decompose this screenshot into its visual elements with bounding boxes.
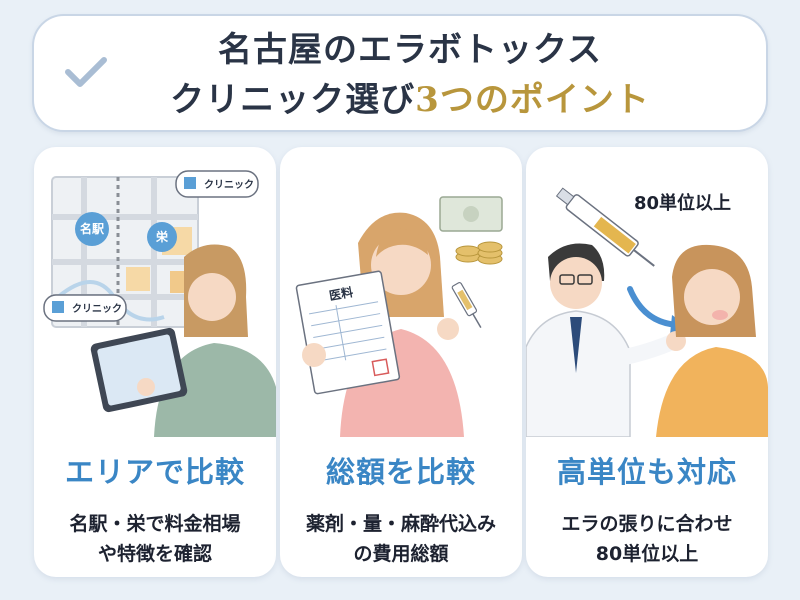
title-accent: 3つのポイント: [415, 80, 650, 120]
card-heading-high-dose: 高単位も対応: [556, 455, 737, 489]
cost-document-illustration: 医料: [295, 196, 503, 437]
card-desc-total-cost-line-1: 薬剤・量・麻酔代込み: [305, 513, 496, 535]
map-label-meieki: 名駅: [80, 221, 105, 236]
document-label: 医料: [328, 284, 354, 303]
card-heading-area: エリアで比較: [64, 455, 245, 489]
map-tablet-illustration: 名駅 栄 クリニック クリニック: [43, 170, 276, 437]
card-heading-total-cost: 総額を比較: [325, 455, 476, 489]
card-desc-high-dose-line-2: 80単位以上: [595, 543, 699, 565]
page-title-line-2: クリニック選び3つのポイント: [120, 72, 700, 121]
point-card-total-cost: 医料 総額を比較 薬剤・量・麻酔代込み の費用総額: [280, 147, 522, 577]
card-desc-total-cost-line-2: の費用総額: [353, 543, 449, 565]
card-desc-area-line-2: や特徴を確認: [97, 543, 212, 565]
card-desc-high-dose-line-1: エラの張りに合わせ: [561, 513, 733, 535]
dose-label: 80単位以上: [634, 193, 732, 214]
clinic-bubble-2: クリニック: [72, 303, 122, 315]
point-card-high-dose: 80単位以上 高単位も対応 エラの張りに合わせ 80単位以上: [526, 147, 768, 577]
title-prefix: クリニック選び: [170, 80, 416, 120]
card-desc-area-line-1: 名駅・栄で料金相場: [69, 513, 241, 535]
clinic-bubble-1: クリニック: [204, 179, 254, 191]
page-title-line-1: 名古屋のエラボトックス: [218, 30, 602, 70]
map-label-sakae: 栄: [155, 229, 169, 244]
doctor-injection-illustration: [526, 187, 768, 437]
check-icon: [65, 57, 107, 87]
point-card-area: 名駅 栄 クリニック クリニック エリアで比較 名駅・栄で料金相場 や特徴を確認: [34, 147, 276, 577]
title-banner: [32, 14, 768, 132]
